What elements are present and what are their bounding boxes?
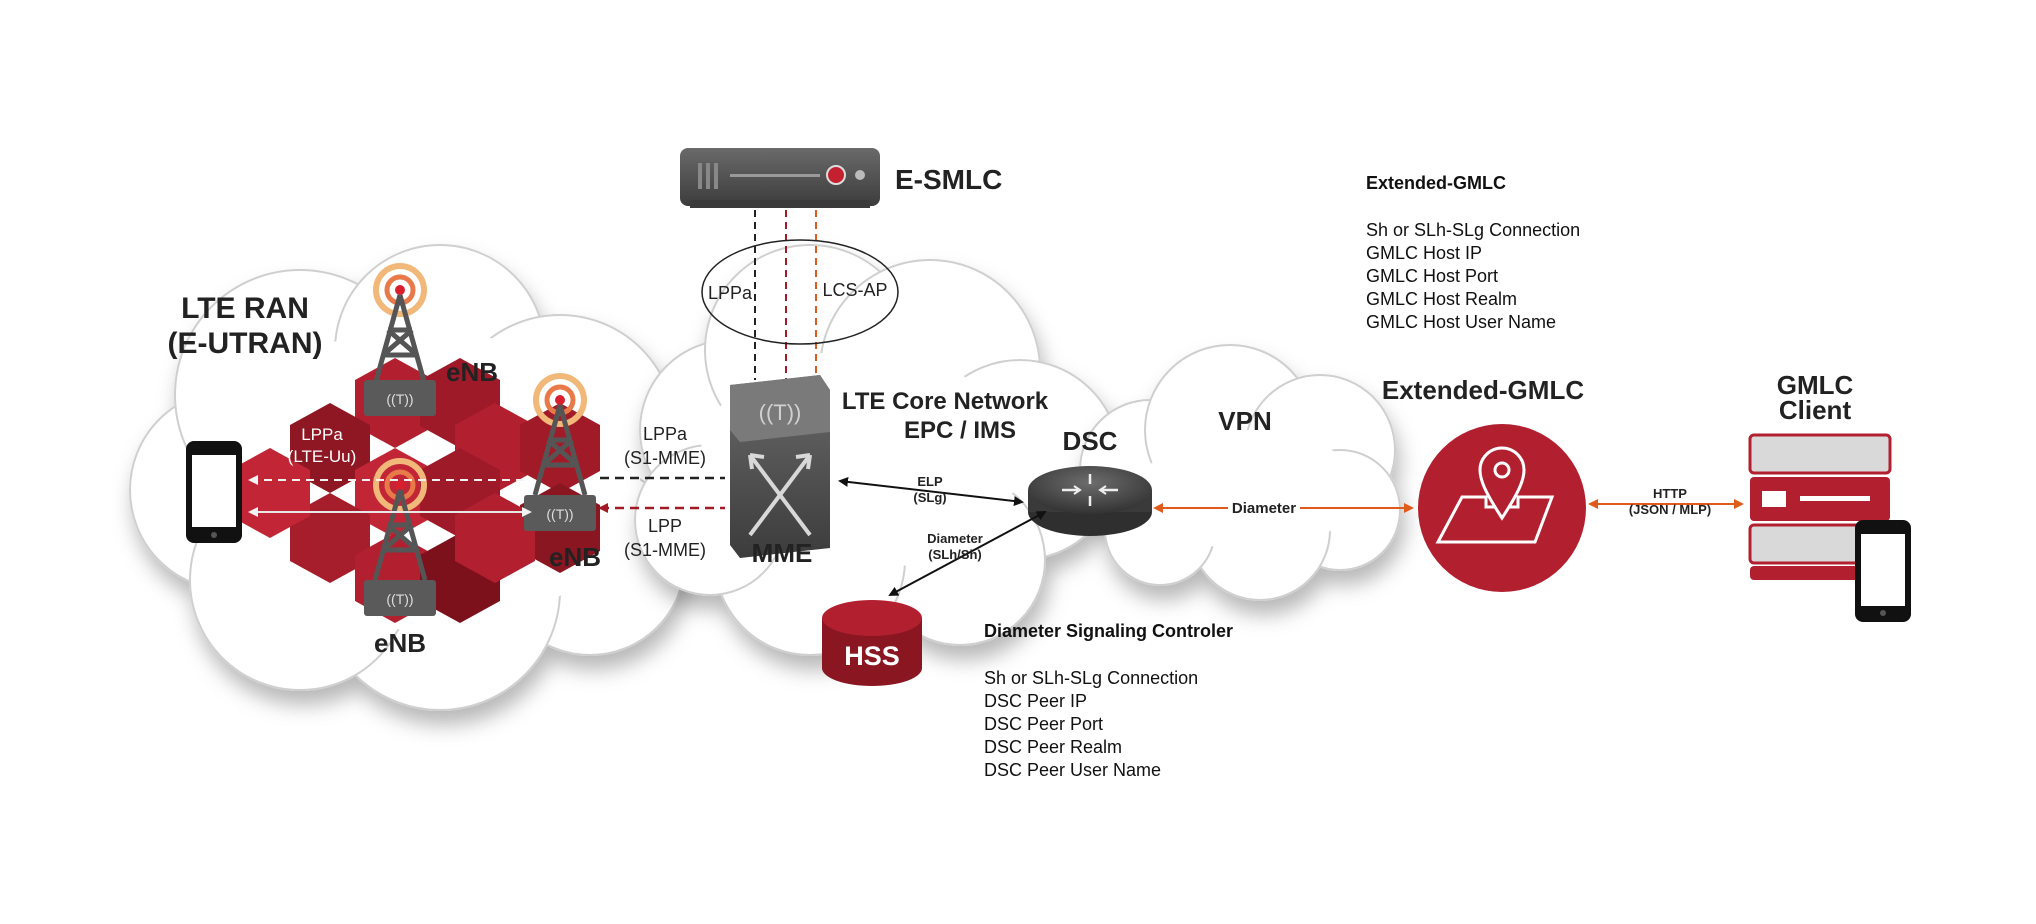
lppa-s1-line1: LPPa [643,424,688,444]
hss-label: HSS [844,641,900,671]
gmlc-info-line: GMLC Host User Name [1366,312,1556,332]
enb-top-label: eNB [446,357,498,387]
ran-title-line2: (E-UTRAN) [168,327,323,360]
dsc-info-line: DSC Peer IP [984,691,1087,711]
gmlc-info-line: GMLC Host Port [1366,266,1498,286]
client-line1: GMLC [1777,370,1854,400]
elp-line1: ELP [917,474,943,489]
dsc-info-line: DSC Peer Realm [984,737,1122,757]
elp-link [838,476,1024,507]
gmlc-info-block: Extended-GMLC Sh or SLh-SLg Connection G… [1366,173,1580,332]
enb-tower-bottom: ((T)) [364,458,436,616]
client-phone-icon [1855,520,1911,622]
client-line2: Client [1779,395,1852,425]
esmlc-server-icon [680,148,880,208]
ran-title-line1: LTE RAN [181,292,309,325]
diameter-hss-line1: Diameter [927,531,983,546]
lppa-s1-line2: (S1-MME) [624,448,706,468]
core-title-line2: EPC / IMS [904,417,1016,444]
cloud-core [634,244,1121,656]
gmlc-info-line: Sh or SLh-SLg Connection [1366,220,1580,240]
esmlc-lppa-label: LPPa [708,283,753,303]
dsc-info-line: Sh or SLh-SLg Connection [984,668,1198,688]
lppa-lte-uu-line2: (LTE-Uu) [288,447,357,466]
dsc-info-block: Diameter Signaling Controler Sh or SLh-S… [984,621,1233,780]
diameter-vpn-label-bg [1228,497,1300,519]
esmlc-label: E-SMLC [895,164,1002,195]
svg-text:((T)): ((T)) [386,591,413,607]
esmlc-interface-ellipse [701,239,899,345]
enb-right-label: eNB [549,542,601,572]
hss-database-icon [822,600,922,686]
mme-switch-icon: ((T)) [730,375,830,558]
svg-text:((T)): ((T)) [546,506,573,522]
lpp-s1-line1: LPP [648,516,682,536]
enb-bottom-label: eNB [374,628,426,658]
elp-line2: (SLg) [913,490,946,505]
gmlc-label: Extended-GMLC [1382,375,1584,405]
http-line2: (JSON / MLP) [1629,502,1711,517]
dsc-info-line: DSC Peer Port [984,714,1103,734]
dsc-info-title: Diameter Signaling Controler [984,621,1233,641]
mme-label: MME [752,538,813,568]
gmlc-info-line: GMLC Host Realm [1366,289,1517,309]
vpn-label: VPN [1218,406,1271,436]
svg-text:((T)): ((T)) [386,391,413,407]
svg-text:((T)): ((T)) [759,400,802,425]
http-line1: HTTP [1653,486,1687,501]
lppa-lte-uu-line1: LPPa [301,425,343,444]
core-title-line1: LTE Core Network [842,388,1049,415]
diameter-vpn-label: Diameter [1232,500,1296,517]
dsc-label: DSC [1063,426,1118,456]
ue-phone-icon [186,441,242,543]
esmlc-lcsap-label: LCS-AP [822,280,887,300]
gmlc-info-line: GMLC Host IP [1366,243,1482,263]
lpp-s1-line2: (S1-MME) [624,540,706,560]
diameter-hss-link [888,511,1047,596]
gmlc-info-title: Extended-GMLC [1366,173,1506,193]
dsc-router-icon [1028,466,1152,536]
enb-tower-right: ((T)) [524,373,596,531]
enb-tower-top: ((T)) [364,263,436,416]
gmlc-map-pin-icon [1418,424,1586,592]
diameter-hss-line2: (SLh/Sh) [928,547,981,562]
dsc-info-line: DSC Peer User Name [984,760,1161,780]
